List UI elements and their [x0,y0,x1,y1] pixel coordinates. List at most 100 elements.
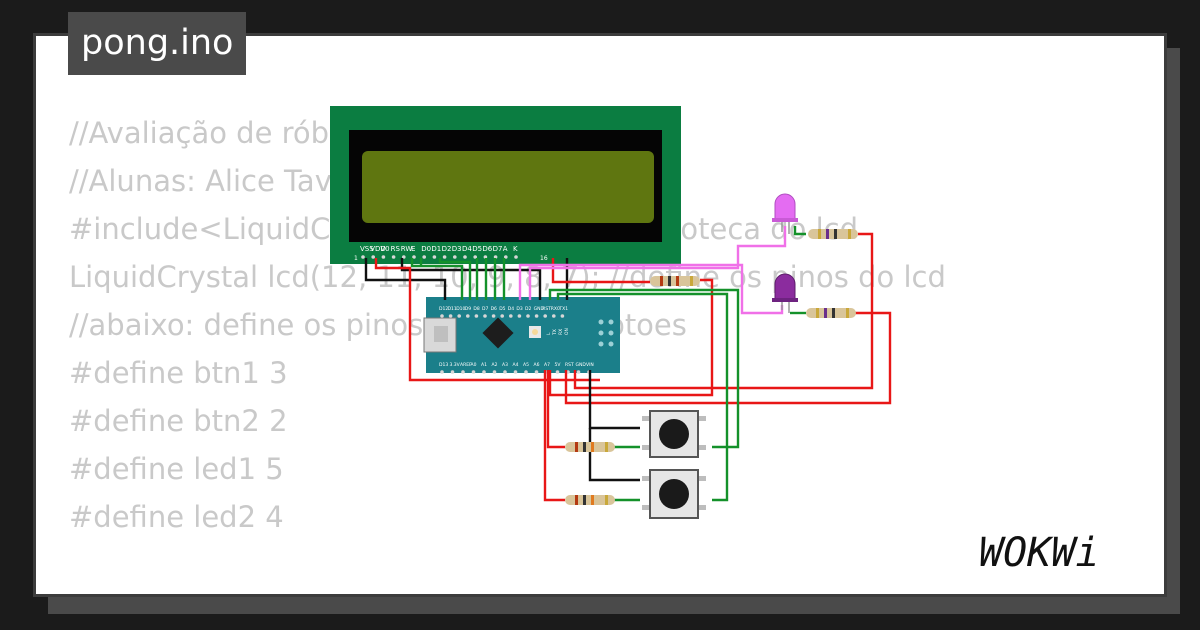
nano-bottom-pin-label: A6 [534,362,540,368]
nano-bottom-pin-hole [450,370,455,374]
nano-top-pin-label: D2 [525,306,531,312]
nano-top-pin-label: TX1 [558,306,568,312]
nano-top-pin-hole [457,314,462,318]
lcd-pin-first: 1 [354,255,358,262]
code-preview: //Avaliação de rób//Alunas: Alice Tav#in… [69,109,946,541]
nano-top-pin-hole [491,314,496,318]
lcd-pin-label: V0 [380,245,389,253]
wire-led2 [564,311,892,405]
nano-bottom-pin-hole [534,370,539,374]
push-button-icon[interactable] [642,469,706,519]
nano-top-pin-label: D9 [465,306,471,312]
lcd-pin-label: RW [401,245,413,253]
nano-bottom-pin-hole [513,370,518,374]
lcd-pin-label: VDD [370,245,386,253]
code-line: #define btn1 3 [69,356,288,390]
push-button-icon[interactable] [642,410,706,458]
lcd-pin-label: D1 [431,245,441,253]
nano-bottom-pin-label: A2 [492,362,498,368]
lcd-pin-hole [442,255,447,259]
nano-top-pin-label: D7 [482,306,488,312]
wokwi-logo-text: WOKWi [979,530,1099,576]
lcd-pin-hole [493,255,498,259]
nano-bottom-pin-hole [461,370,465,374]
lcd-pin-hole [463,255,467,259]
nano-top-pin-label: RX0 [551,306,560,312]
resistor-icon[interactable] [565,495,615,505]
wire-btn2-res [543,370,565,502]
lcd-pin-hole [473,255,478,259]
lcd-pin-label: D0 [421,245,431,253]
resistor-icon[interactable] [650,276,700,286]
resistor-icon[interactable] [806,308,856,318]
nano-bottom-pin-label: RST [565,362,574,368]
led-icon[interactable] [772,273,798,313]
nano-top-pin-label: GND [534,306,545,312]
wire-led1 [573,232,874,390]
nano-top-pin-hole [517,314,522,318]
nano-top-pin-label: D11 [448,306,457,312]
resistor-icon[interactable] [808,229,858,239]
chip-icon [482,317,514,349]
nano-led-label: RX [558,329,564,335]
nano-bottom-pin-label: GND [576,362,587,368]
wokwi-logo-icon[interactable]: WOKWi [975,528,1150,576]
lcd-pin-hole [453,255,457,259]
nano-bottom-pin-hole [471,370,476,374]
lcd-pin-hole [371,255,376,259]
lcd-pin-hole [402,255,406,259]
lcd-pin-label: E [411,245,415,253]
wires [364,226,892,502]
nano-bottom-pin-label: A4 [513,362,519,368]
lcd-pin-hole [514,255,518,259]
nano-top-pin-hole [466,314,470,318]
lcd-pin-hole [483,255,488,259]
nano-bottom-pin-label: A0 [471,362,477,368]
lcd-pin-label: D3 [452,245,462,253]
nano-bottom-pin-hole [482,370,486,374]
nano-top-pin-hole [448,314,453,318]
nano-bottom-pin-label: 3.3V [450,362,461,368]
nano-bottom-pin-hole [440,370,444,374]
nano-bottom-pin-label: A7 [544,362,550,368]
nano-top-pin-hole [543,314,547,318]
lcd-pin-hole [381,255,386,259]
nano-top-pin-label: D12 [439,306,448,312]
code-line: #define btn2 2 [69,404,288,438]
nano-top-pin-label: D3 [516,306,522,312]
code-line: #define led1 5 [69,452,284,486]
wire-5v-res [548,278,714,397]
nano-bottom-pin-hole [524,370,528,374]
file-name-tag: pong.ino [68,12,247,75]
code-line: #define led2 4 [69,500,284,534]
nano-top-pin-hole [483,314,487,318]
lcd-pin-hole [422,255,427,259]
nano-bottom-pin-hole [555,370,560,374]
wire-btn1-res [546,370,565,449]
nano-led-label: L [546,332,552,335]
nano-top-pin-label: D8 [473,306,479,312]
lcd-pin-label: VSS [360,245,374,253]
lcd-pin-hole [432,255,437,259]
wire-vdd [374,258,600,382]
nano-bottom-pin-label: VIN [586,362,594,368]
lcd-pin-hole [412,255,416,259]
nano-led-label: ON [564,328,570,335]
lcd-pin-label: RS [391,245,401,253]
nano-top-pin-hole [526,314,530,318]
nano-bottom-pin-label: A5 [523,362,529,368]
led-icon[interactable] [772,193,798,234]
nano-top-pin-label: D5 [499,306,505,312]
nano-bottom-pin-hole [576,370,581,374]
nano-top-pin-hole [474,314,479,318]
nano-top-pin-hole [509,314,513,318]
nano-bottom-pin-hole [503,370,507,374]
nano-top-pin-hole [534,314,539,318]
nano-top-pin-hole [500,314,505,318]
code-line: //Alunas: Alice Tav [69,164,332,198]
nano-top-pin-hole [552,314,556,318]
lcd-pin-label: D5 [472,245,482,253]
resistor-icon[interactable] [565,442,615,452]
